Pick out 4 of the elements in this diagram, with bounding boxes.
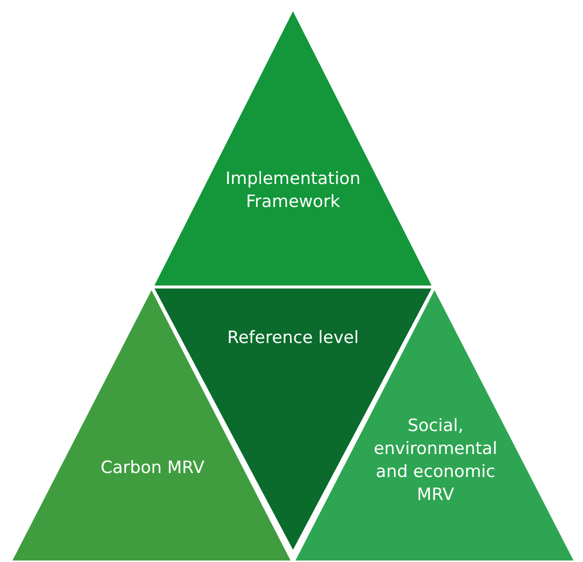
node-label: Reference level bbox=[226, 327, 360, 350]
node-label: Carbon MRV bbox=[100, 457, 206, 480]
node-label: Social, environmental and economic MRV bbox=[373, 415, 498, 507]
node-label: Implementation Framework bbox=[224, 168, 362, 214]
